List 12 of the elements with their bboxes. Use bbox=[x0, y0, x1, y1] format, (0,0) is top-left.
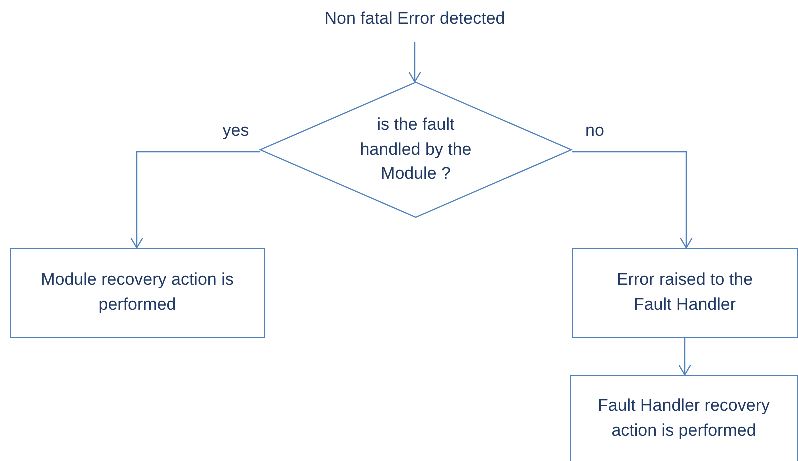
node-text: Fault Handler recovery action is performed bbox=[597, 395, 771, 442]
arrow bbox=[408, 42, 422, 83]
node-text: Module recovery action is performed bbox=[40, 269, 235, 316]
process-box bbox=[572, 248, 798, 338]
arrow bbox=[130, 151, 260, 249]
process-box bbox=[570, 375, 798, 461]
start-text: Non fatal Error detected bbox=[300, 6, 530, 32]
arrow bbox=[678, 338, 692, 376]
process-box bbox=[10, 248, 265, 338]
node-text: Error raised to the Fault Handler bbox=[616, 269, 754, 316]
node-text: is the fault handled by the Module ? bbox=[359, 114, 473, 186]
arrow bbox=[572, 151, 694, 249]
